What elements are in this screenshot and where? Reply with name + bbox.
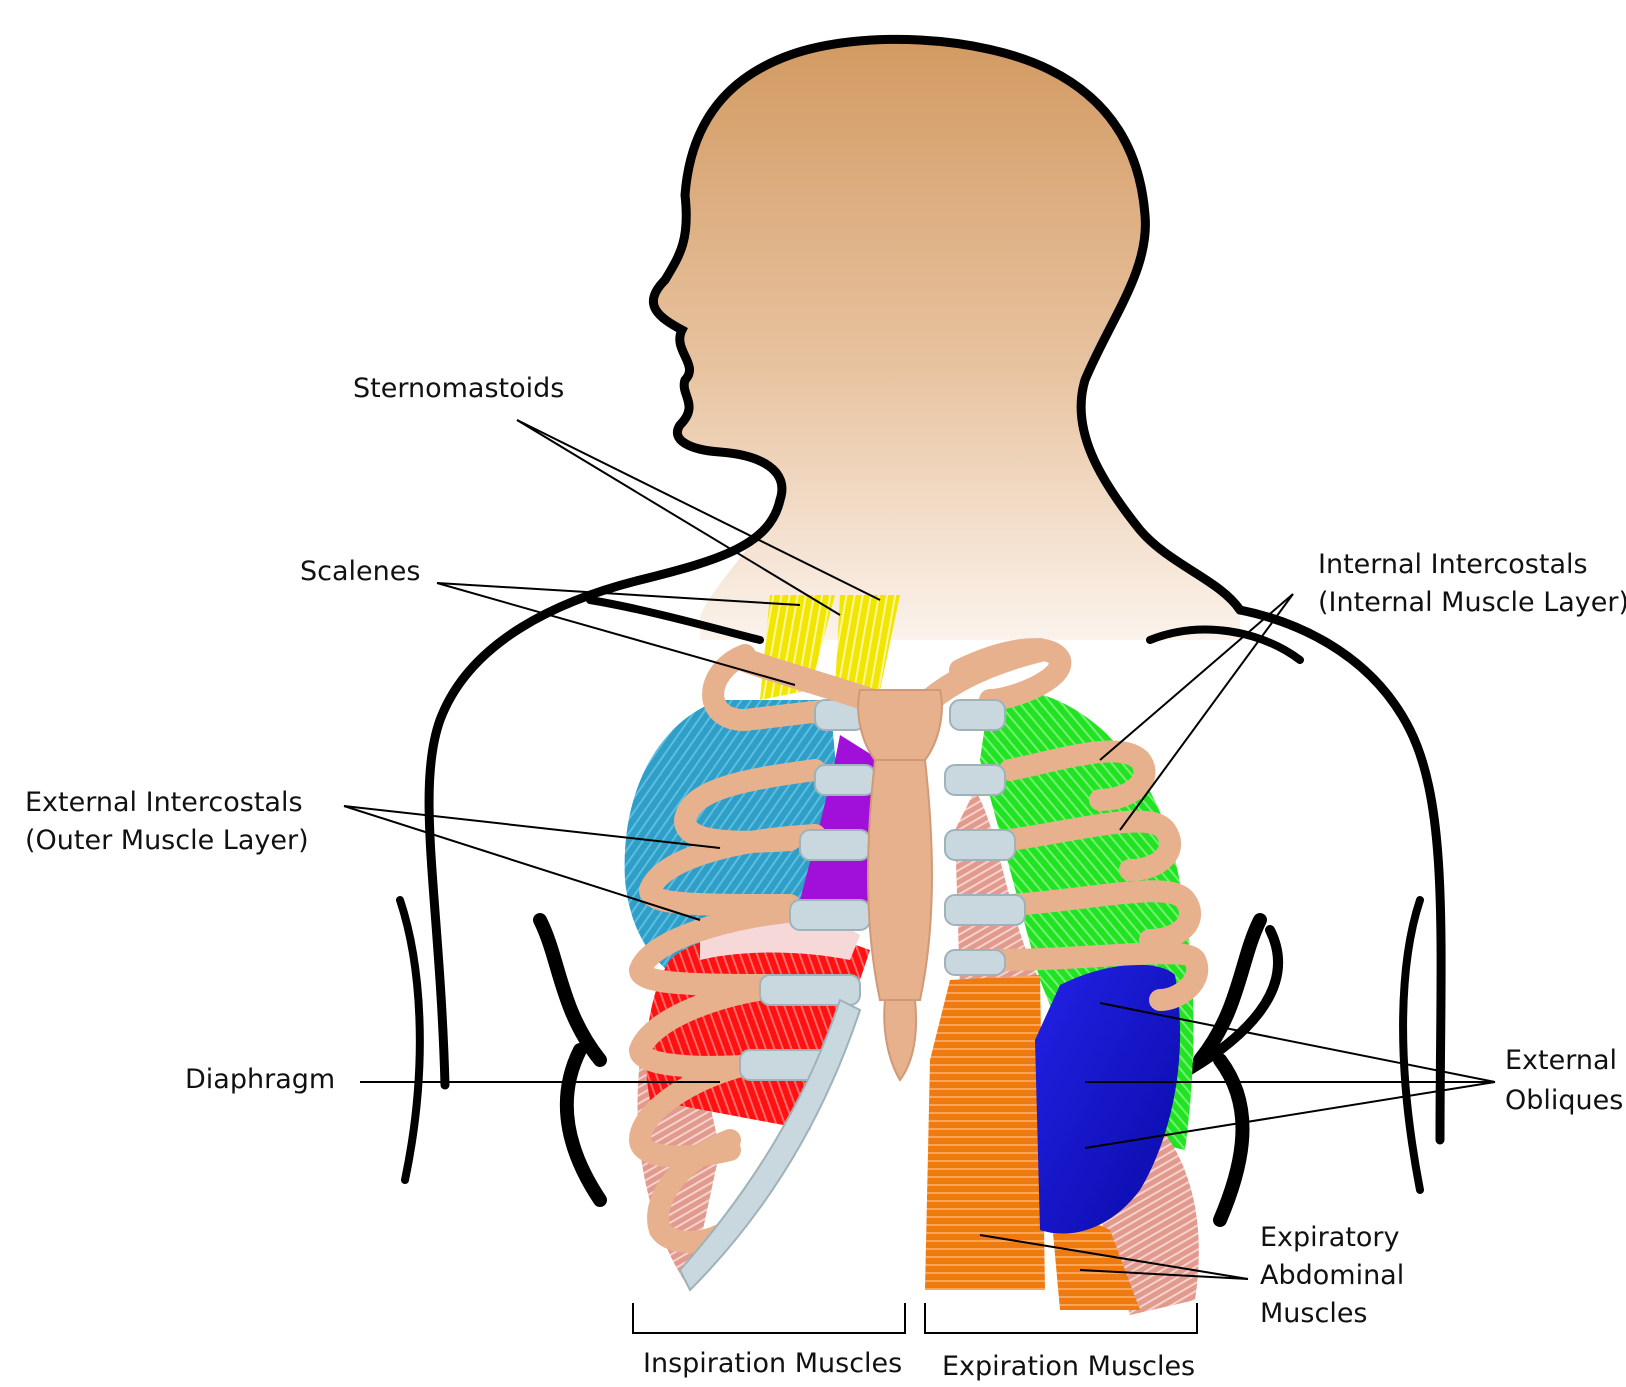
label-scalenes: Scalenes — [300, 553, 420, 591]
label-expiration-muscles: Expiration Muscles — [942, 1348, 1195, 1386]
label-inspiration-muscles: Inspiration Muscles — [643, 1345, 902, 1383]
label-internal-intercostals-line1: Internal Intercostals — [1318, 546, 1588, 584]
sternum — [858, 690, 942, 1080]
label-expiratory-abdominal-line1: Expiratory — [1260, 1219, 1400, 1257]
label-internal-intercostals-line2: (Internal Muscle Layer) — [1318, 584, 1626, 622]
label-expiratory-abdominal-line3: Muscles — [1260, 1295, 1368, 1333]
label-external-intercostals-line1: External Intercostals — [25, 784, 303, 822]
label-external-intercostals-line2: (Outer Muscle Layer) — [25, 822, 309, 860]
bracket-inspiration — [633, 1303, 905, 1333]
label-diaphragm: Diaphragm — [185, 1061, 335, 1099]
head-silhouette — [429, 39, 1441, 1140]
label-external-obliques-line1: External — [1505, 1042, 1617, 1080]
label-expiratory-abdominal-line2: Abdominal — [1260, 1257, 1404, 1295]
right-shoulder-outline — [1240, 610, 1441, 1140]
label-external-obliques-line2: Obliques — [1505, 1082, 1623, 1120]
label-sternomastoids: Sternomastoids — [353, 370, 564, 408]
